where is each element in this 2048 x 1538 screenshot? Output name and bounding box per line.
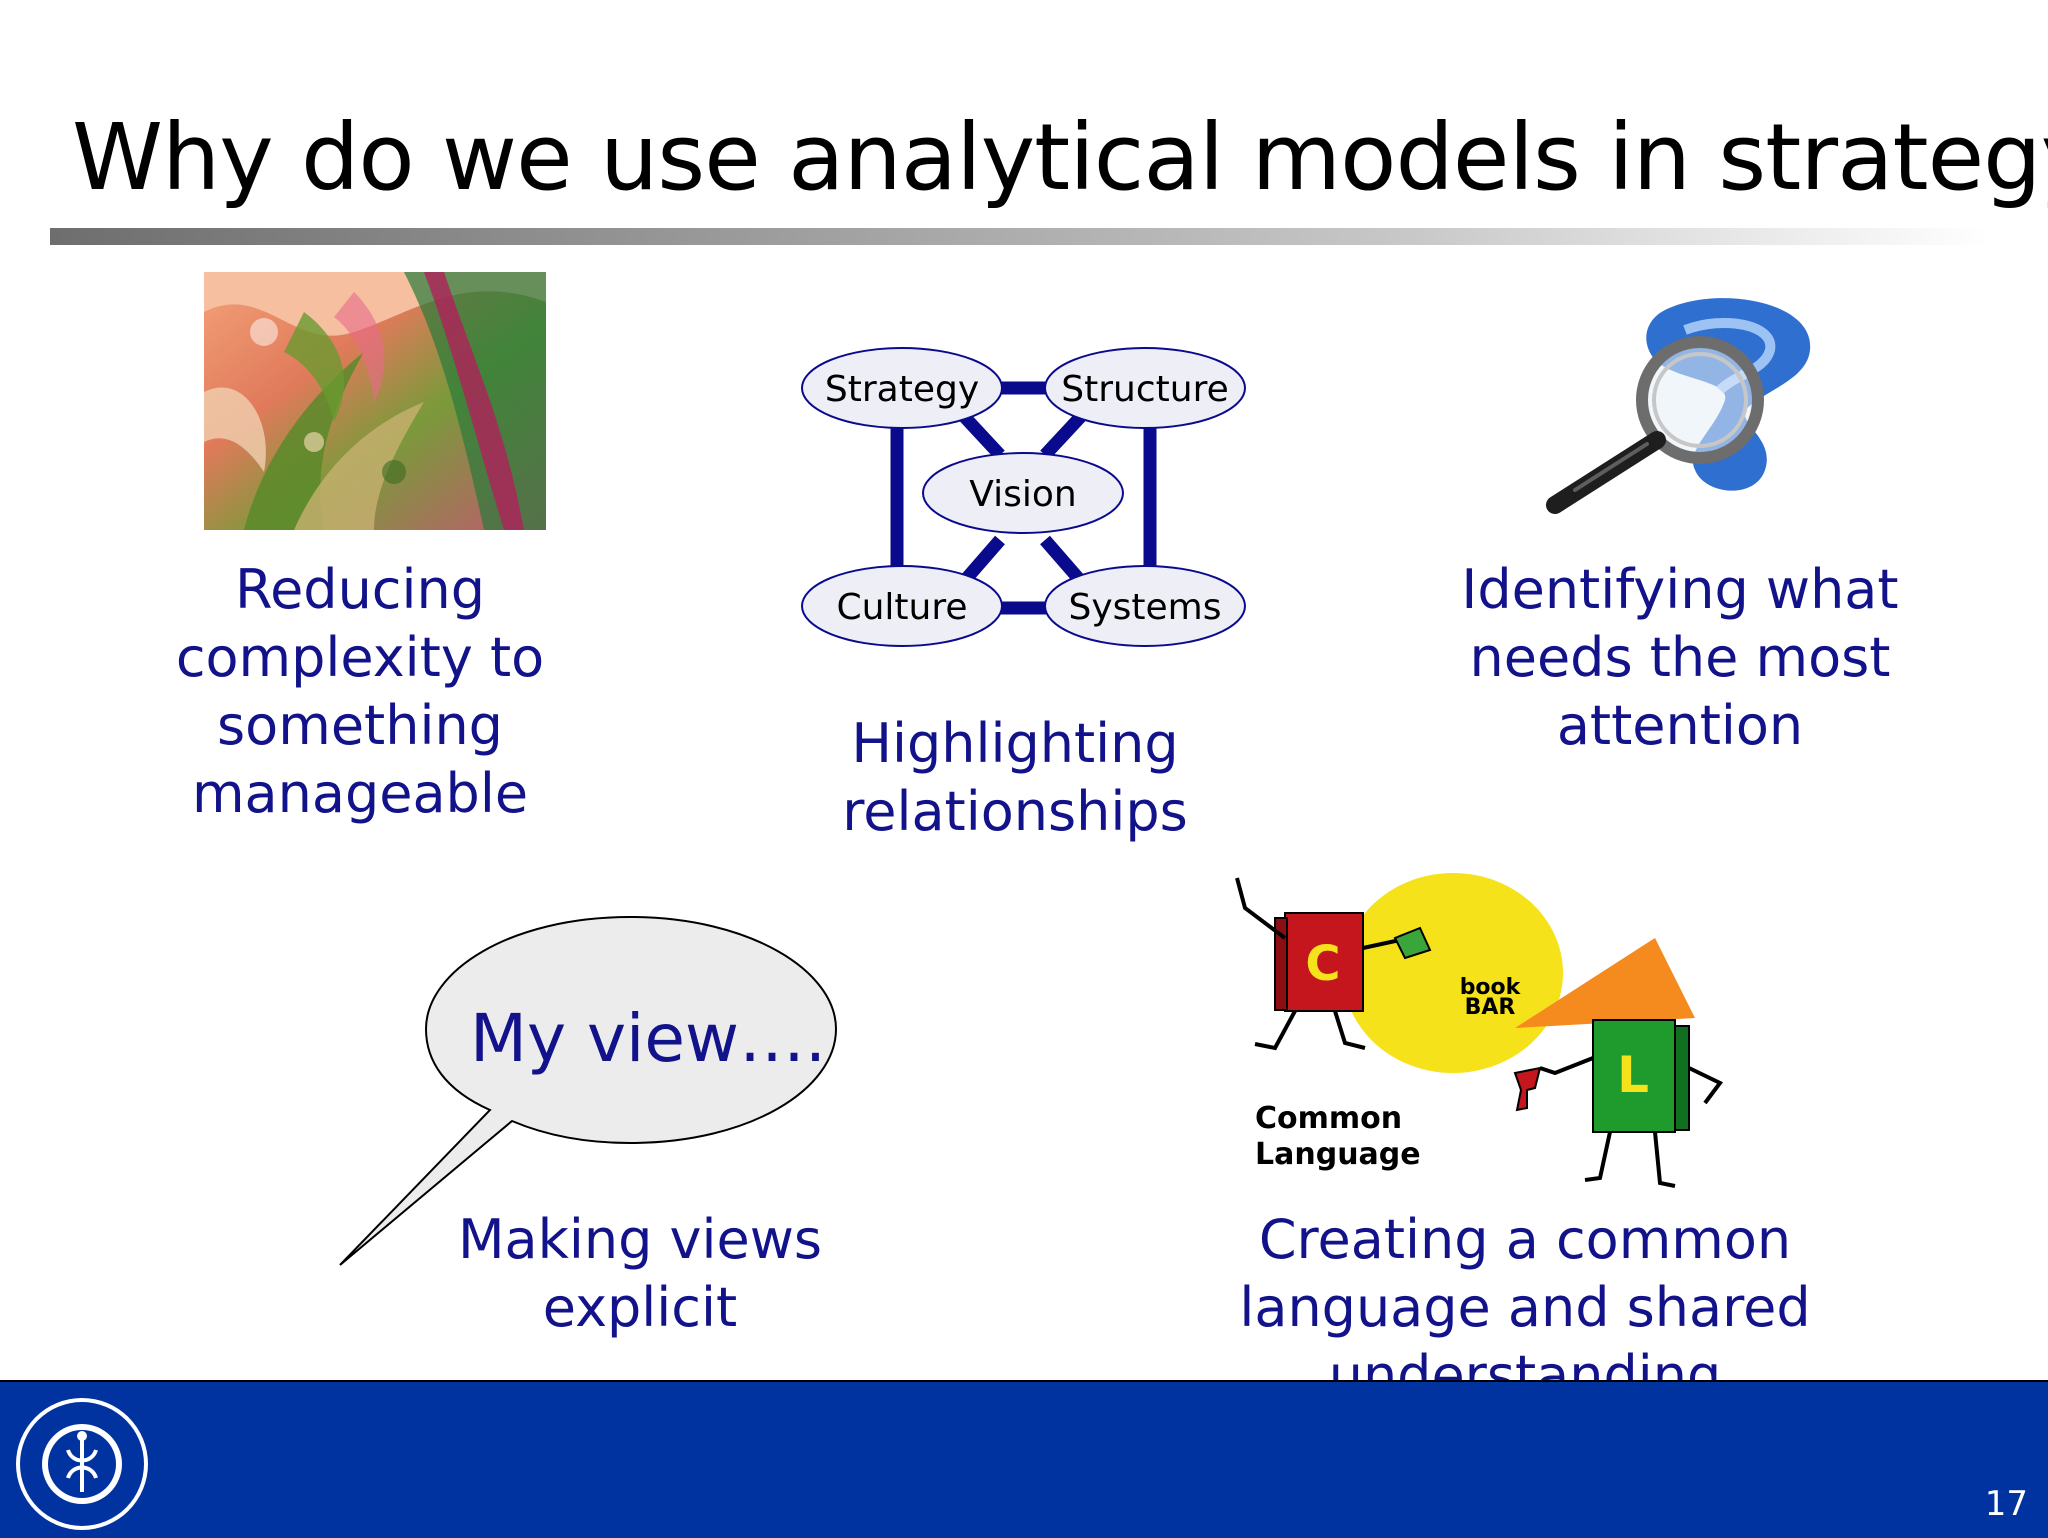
book-letter-l: L (1617, 1046, 1649, 1104)
caption-identifying-attention: Identifying what needs the most attentio… (1461, 558, 1899, 757)
node-label-strategy: Strategy (825, 369, 979, 410)
book-bar-text-book: book (1460, 975, 1522, 1000)
red-book-character: C (1235, 877, 1401, 1051)
caption-reducing-complexity: Reducing complexity to something managea… (175, 558, 545, 825)
node-culture (801, 565, 1003, 647)
clipart-text-language: Language (1255, 1137, 1421, 1172)
footer-band: 17 (0, 1380, 2048, 1538)
university-seal-logo (16, 1398, 148, 1530)
node-label-structure: Structure (1061, 369, 1228, 410)
book-bar-clipart: C book BAR L Common Language (1235, 873, 1724, 1188)
title-underline (50, 228, 1990, 245)
node-vision (922, 452, 1124, 534)
slide-title: Why do we use analytical models in strat… (72, 104, 2048, 211)
speech-bubble-text: My view…. (470, 1000, 826, 1077)
relationship-diagram: Strategy Structure Vision Culture System… (801, 347, 1246, 647)
speech-bubble (339, 915, 838, 1266)
node-label-culture: Culture (836, 587, 967, 628)
page-number: 17 (1984, 1484, 2028, 1524)
book-bar-text-bar: BAR (1465, 995, 1516, 1020)
node-systems (1044, 565, 1246, 647)
node-structure (1044, 347, 1246, 429)
caption-highlighting-relationships: Highlighting relationships (842, 712, 1188, 843)
node-label-systems: Systems (1069, 587, 1222, 628)
fractal-art-image (204, 272, 546, 530)
caption-making-views-explicit: Making views explicit (457, 1208, 823, 1339)
node-label-vision: Vision (969, 474, 1076, 515)
green-book-character: L (1539, 1019, 1724, 1188)
book-letter-c: C (1305, 936, 1340, 992)
clipart-text-common: Common (1255, 1101, 1402, 1136)
magnifying-glass-question-icon (1546, 298, 1811, 514)
node-strategy (801, 347, 1003, 429)
